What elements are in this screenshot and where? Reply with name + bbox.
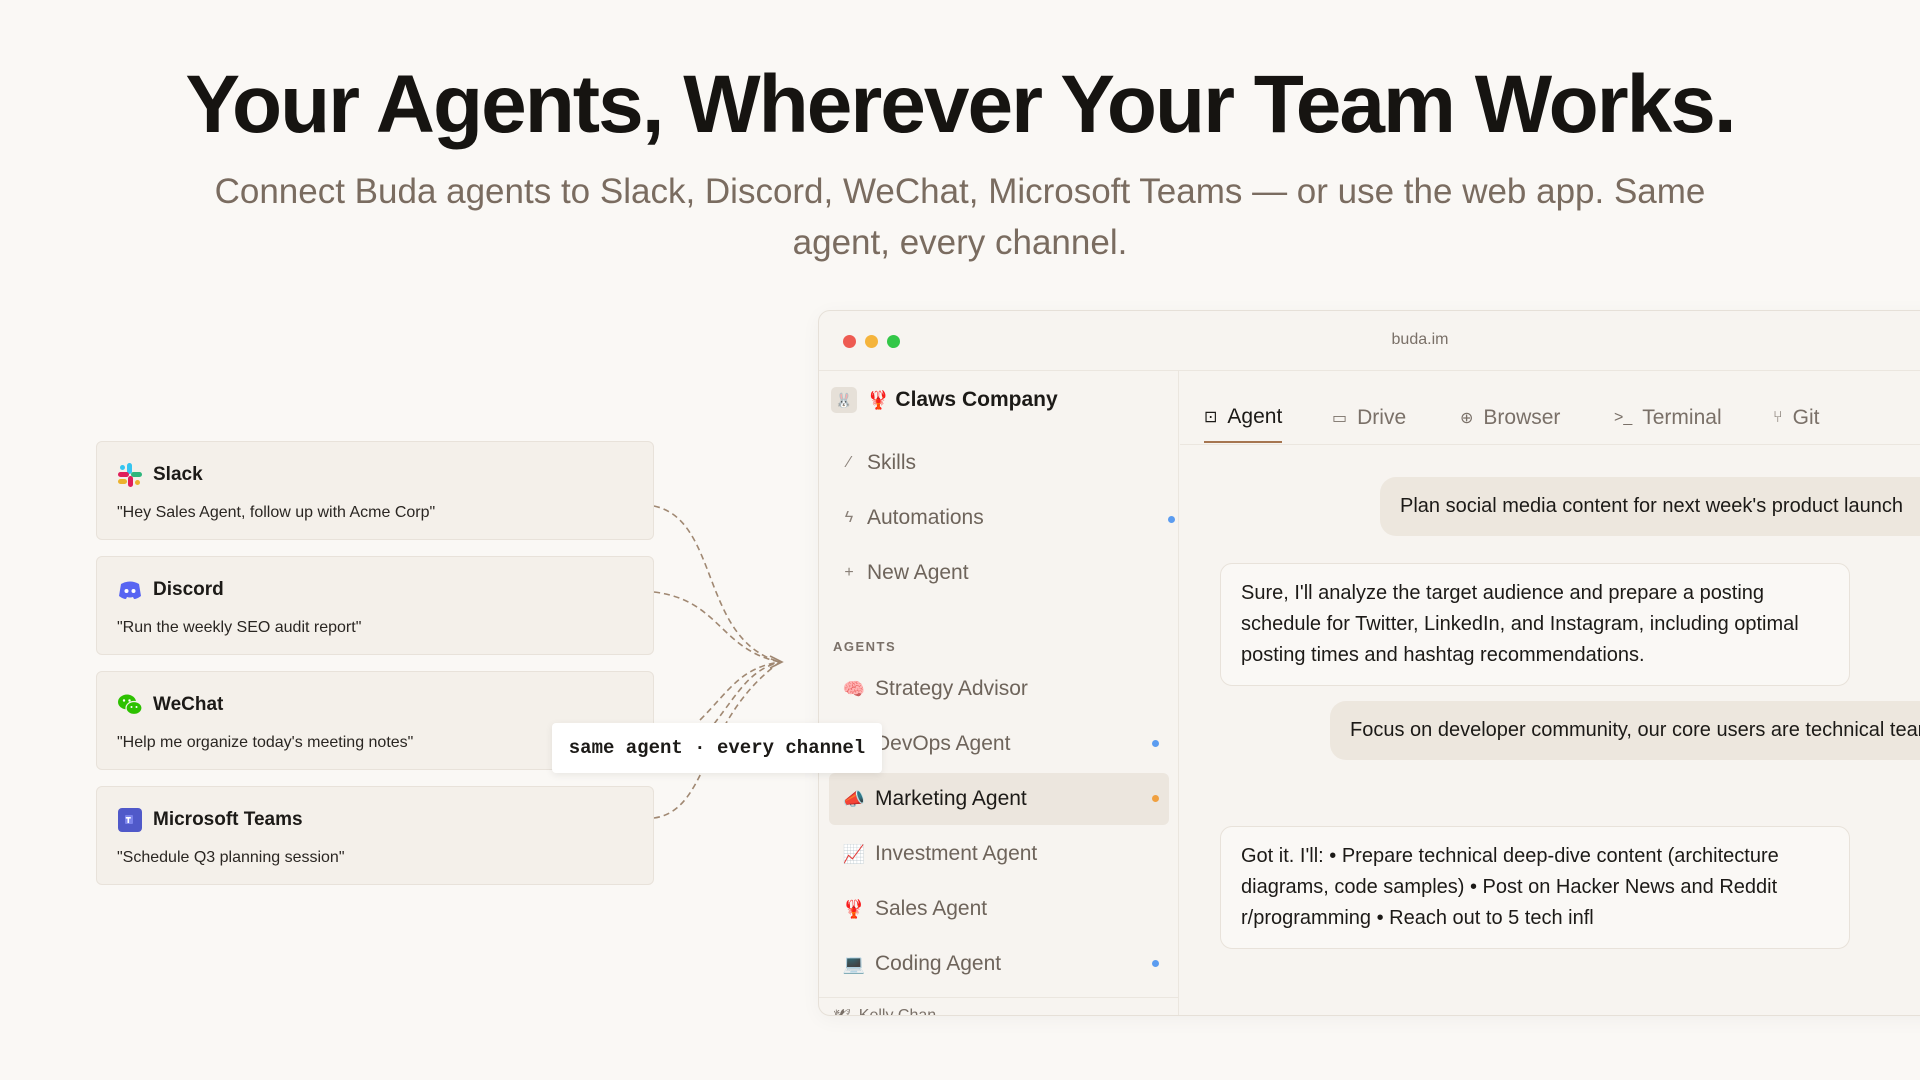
agent-marketing[interactable]: 📣 Marketing Agent [829,773,1169,825]
user-avatar-icon: 🕊 [833,1007,851,1016]
tab-browser[interactable]: ⊕ Browser [1460,393,1560,443]
nav-skills[interactable]: ⁄ Skills [839,451,916,475]
agent-sales[interactable]: 🦞 Sales Agent [829,883,1169,935]
tab-git[interactable]: ⑂ Git [1773,393,1819,443]
agent-strategy-advisor[interactable]: 🧠 Strategy Advisor [829,663,1169,715]
teams-icon [118,808,142,832]
agent-coding[interactable]: 💻 Coding Agent [829,938,1169,990]
message-agent: Got it. I'll: • Prepare technical deep-d… [1220,826,1850,949]
minimize-dot[interactable] [865,335,878,348]
chart-icon: 📈 [842,843,866,864]
channel-message: "Schedule Q3 planning session" [117,849,345,866]
tabs-divider [1180,444,1920,445]
org-emoji: 🦞 [867,389,890,410]
message-user: Plan social media content for next week'… [1380,477,1920,536]
same-agent-badge: same agent · every channel [552,723,882,773]
main-panel: ⊡ Agent ▭ Drive ⊕ Browser >_ Terminal ⑂ … [1180,371,1920,1015]
hero-subtitle-line-1: Connect Buda agents to Slack, Discord, W… [214,172,1706,211]
channel-card-teams[interactable]: Microsoft Teams "Schedule Q3 planning se… [96,786,654,885]
status-dot [1152,960,1159,967]
discord-icon [119,581,141,599]
agent-label: Marketing Agent [875,787,1027,810]
org-name: Claws Company [895,388,1058,411]
curve-arrowhead [769,655,784,669]
lightning-icon: ϟ [844,509,854,526]
sidebar: 🐰 🦞 Claws Company ⁄ Skills ϟ Automations… [819,371,1179,1016]
nav-label: New Agent [867,561,969,584]
nav-automations[interactable]: ϟ Automations [839,506,1175,530]
hero-subtitle-line-2: agent, every channel. [792,223,1128,262]
folder-icon: ▭ [1332,410,1348,427]
agent-label: DevOps Agent [875,732,1011,755]
tab-terminal[interactable]: >_ Terminal [1614,393,1722,443]
nav-label: Automations [867,506,984,529]
user-row[interactable]: 🕊 Kelly Chan [833,1007,937,1016]
plus-icon: + [844,564,854,581]
window-titlebar: buda.im [819,311,1920,371]
url-text: buda.im [1391,331,1449,348]
status-dot [1152,740,1159,747]
robot-icon: ⊡ [1204,409,1218,426]
channel-card-discord[interactable]: Discord "Run the weekly SEO audit report… [96,556,654,655]
agent-label: Sales Agent [875,897,988,920]
status-dot [1152,795,1159,802]
org-header[interactable]: 🐰 🦞 Claws Company [831,387,1058,413]
sidebar-divider [819,997,1178,998]
channel-message: "Help me organize today's meeting notes" [117,734,414,751]
agent-label: Coding Agent [875,952,1002,975]
tab-label: Browser [1483,406,1561,429]
agents-section-label: AGENTS [833,639,897,654]
channel-message: "Run the weekly SEO audit report" [117,619,362,636]
message-user: Focus on developer community, our core u… [1330,701,1920,760]
channel-card-slack[interactable]: Slack "Hey Sales Agent, follow up with A… [96,441,654,540]
tab-label: Drive [1357,406,1407,429]
channel-name: Slack [153,464,203,485]
user-name: Kelly Chan [858,1007,937,1016]
slack-icon [118,463,142,487]
message-agent: Sure, I'll analyze the target audience a… [1220,563,1850,686]
wechat-icon [118,694,143,716]
tab-label: Agent [1227,405,1283,428]
curve-wechat [699,661,781,721]
laptop-icon: 💻 [842,953,866,974]
megaphone-icon: 📣 [842,788,866,809]
hero-subtitle: Connect Buda agents to Slack, Discord, W… [180,166,1740,268]
close-dot[interactable] [843,335,856,348]
nav-new-agent[interactable]: + New Agent [839,561,969,585]
hero-title: Your Agents, Wherever Your Team Works. [185,59,1736,150]
curve-slack [653,505,781,663]
brain-icon: 🧠 [842,678,866,699]
wand-icon: ⁄ [847,454,851,471]
terminal-icon: >_ [1614,409,1633,426]
org-avatar: 🐰 [831,387,857,413]
nav-label: Skills [867,451,917,474]
tab-label: Git [1792,406,1820,429]
channel-name: Microsoft Teams [153,809,303,830]
git-branch-icon: ⑂ [1773,409,1783,426]
curve-wechat-2 [713,661,781,725]
app-window: buda.im 🐰 🦞 Claws Company ⁄ Skills ϟ Aut… [818,310,1920,1016]
status-dot [1168,516,1175,523]
tab-drive[interactable]: ▭ Drive [1332,393,1406,443]
lobster-icon: 🦞 [842,898,866,919]
tab-label: Terminal [1642,406,1722,429]
channel-name: Discord [153,579,224,600]
agent-label: Strategy Advisor [875,677,1028,700]
channel-name: WeChat [153,694,224,715]
channel-message: "Hey Sales Agent, follow up with Acme Co… [117,504,436,521]
curve-discord [653,591,781,663]
agent-label: Investment Agent [875,842,1038,865]
tab-agent[interactable]: ⊡ Agent [1204,393,1283,443]
maximize-dot[interactable] [887,335,900,348]
globe-icon: ⊕ [1460,410,1474,427]
agent-investment[interactable]: 📈 Investment Agent [829,828,1169,880]
